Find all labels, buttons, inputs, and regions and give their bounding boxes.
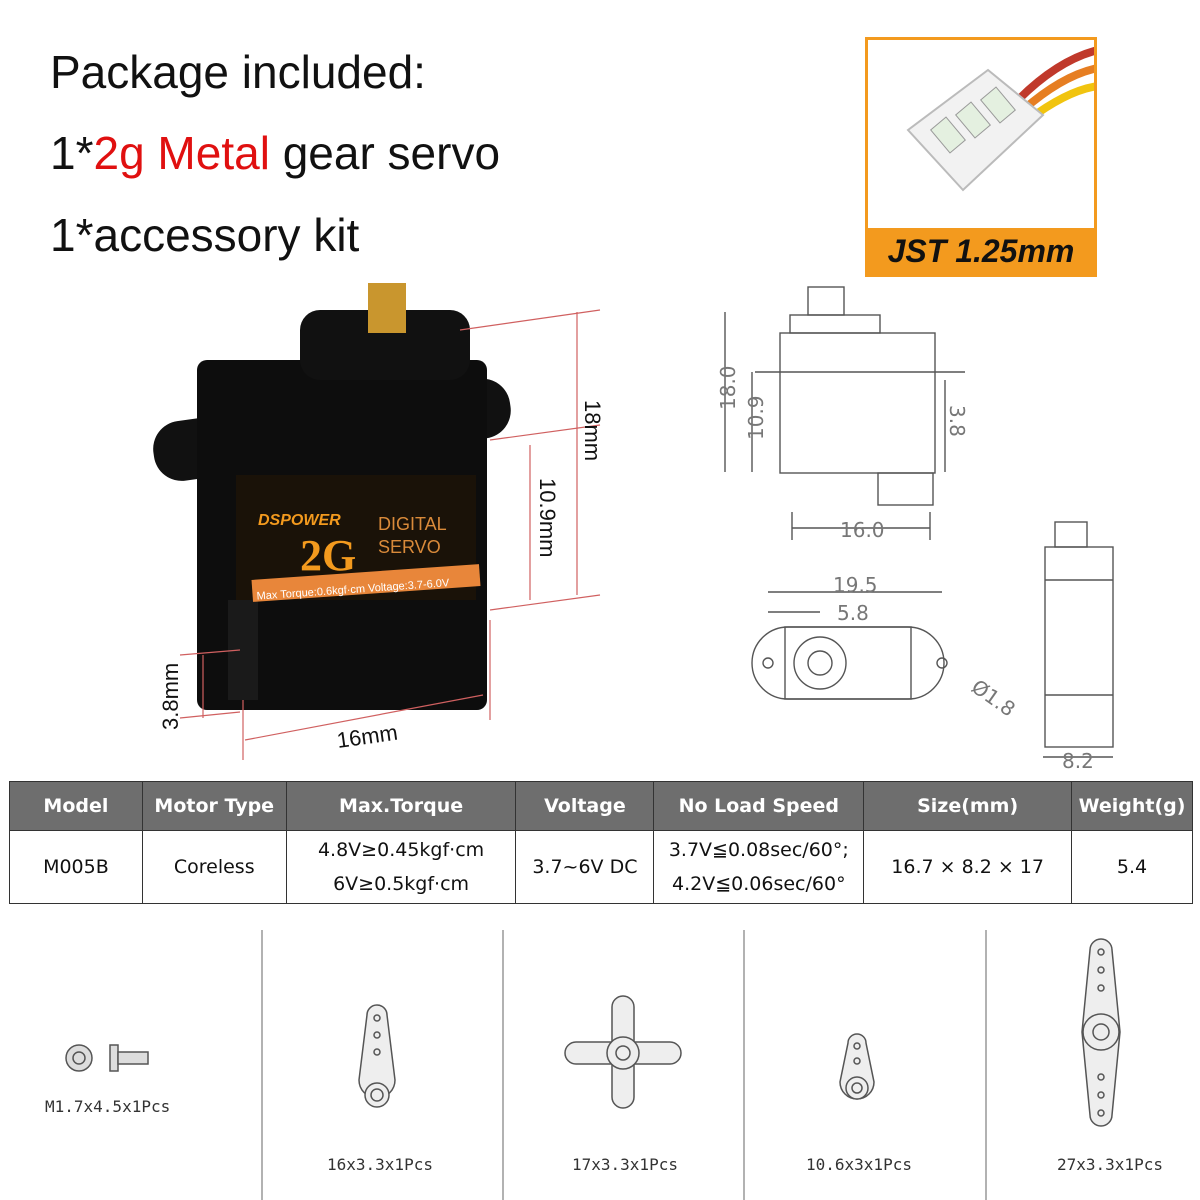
drawing-depth: 8.2 [1062, 749, 1094, 773]
double-arm-horn-icon [1081, 938, 1121, 1127]
servo-type1: DIGITAL [378, 514, 447, 534]
servo-brand: DSPOWER [258, 512, 341, 529]
drawing-width: 16.0 [840, 518, 885, 542]
drawing-length: 19.5 [833, 573, 878, 597]
cell-voltage: 3.7~6V DC [515, 830, 655, 904]
single-arm-horn-icon [358, 1004, 396, 1108]
torque-line2: 6V≥0.5kgf·cm [333, 873, 470, 895]
package-item-kit: 1*accessory kit [50, 209, 360, 261]
short-arm-horn-icon [839, 1033, 875, 1100]
qty: 1* [50, 127, 94, 179]
col-voltage: Voltage [515, 781, 655, 831]
drawing-h-total: 18.0 [716, 365, 740, 410]
item-text: gear servo [269, 127, 501, 179]
accessory-label: 10.6x3x1Pcs [806, 1155, 912, 1174]
screw-icon [65, 1044, 149, 1072]
cell-model: M005B [9, 830, 143, 904]
cell-size: 16.7 × 8.2 × 17 [863, 830, 1072, 904]
cell-motor: Coreless [141, 830, 287, 904]
dim-lower: 3.8mm [158, 663, 183, 730]
technical-drawing: 18.0 10.9 3.8 16.0 19.5 5.8 Ø1.8 8.2 [716, 286, 1114, 773]
servo-photo: DSPOWER 2G DIGITAL SERVO Max Torque:0.6k… [153, 283, 605, 760]
col-torque: Max.Torque [285, 781, 517, 831]
drawing-h-tab: 3.8 [945, 405, 969, 437]
dim-height: 18mm [580, 400, 605, 461]
cell-speed: 3.7V≦0.08sec/60°; 4.2V≦0.06sec/60° [653, 830, 865, 904]
table-header-row: Model Motor Type Max.Torque Voltage No L… [9, 781, 1194, 831]
col-model: Model [9, 781, 143, 831]
connector-callout: JST 1.25mm [865, 37, 1097, 277]
servo-type2: SERVO [378, 537, 441, 557]
torque-line1: 4.8V≥0.45kgf·cm [317, 839, 485, 861]
accessory-label: 16x3.3x1Pcs [327, 1155, 433, 1174]
cell-weight: 5.4 [1070, 830, 1194, 904]
accessory-label: 17x3.3x1Pcs [572, 1155, 678, 1174]
jst-connector-icon [906, 46, 1094, 192]
accessory-label: 27x3.3x1Pcs [1057, 1155, 1163, 1174]
spec-table: Model Motor Type Max.Torque Voltage No L… [9, 781, 1194, 904]
accessory-label: M1.7x4.5x1Pcs [45, 1097, 171, 1116]
speed-line1: 3.7V≦0.08sec/60°; [668, 839, 849, 861]
col-weight: Weight(g) [1070, 781, 1194, 831]
connector-label: JST 1.25mm [868, 228, 1094, 274]
drawing-offset: 5.8 [837, 601, 869, 625]
highlight-text: 2g Metal [93, 127, 270, 179]
table-row: M005B Coreless 4.8V≥0.45kgf·cm 6V≥0.5kgf·… [9, 830, 1194, 904]
dim-body: 10.9mm [535, 478, 560, 557]
col-motor: Motor Type [141, 781, 287, 831]
package-heading: Package included: [50, 46, 426, 98]
speed-line2: 4.2V≦0.06sec/60° [672, 873, 846, 895]
cross-horn-icon [564, 995, 682, 1109]
servo-model: 2G [300, 531, 356, 580]
cell-torque: 4.8V≥0.45kgf·cm 6V≥0.5kgf·cm [285, 830, 517, 904]
package-item-servo: 1*2g Metal gear servo [50, 126, 500, 180]
drawing-h-body: 10.9 [744, 395, 768, 440]
